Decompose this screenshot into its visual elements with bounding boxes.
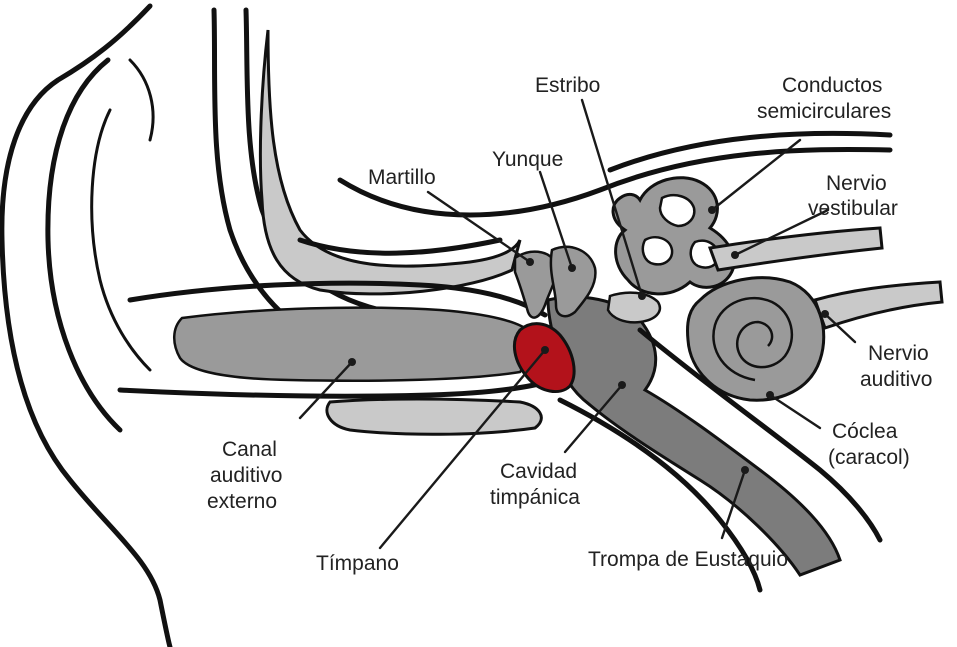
- label-martillo: Martillo: [368, 166, 436, 189]
- label-estribo: Estribo: [535, 74, 600, 97]
- label-nervio-vestibular-line1: Nervio: [826, 172, 887, 195]
- label-nervio-auditivo-line1: Nervio: [868, 342, 929, 365]
- label-conductos-line2: semicirculares: [757, 100, 891, 123]
- vestibular-nerve: [710, 228, 882, 270]
- label-cavidad-line2: timpánica: [490, 486, 580, 509]
- label-coclea-line1: Cóclea: [832, 420, 898, 443]
- stapes: [608, 293, 660, 323]
- ear-canal: [120, 283, 575, 434]
- label-trompa: Trompa de Eustaquio: [588, 548, 788, 571]
- canal-gray: [174, 308, 532, 381]
- cochlea: [688, 278, 824, 401]
- label-coclea-line2: (caracol): [828, 446, 910, 469]
- label-cavidad-line1: Cavidad: [500, 460, 577, 483]
- label-yunque: Yunque: [492, 148, 563, 171]
- label-canal-line1: Canal: [222, 438, 277, 461]
- label-nervio-vestibular-line2: vestibular: [808, 197, 898, 220]
- label-conductos-line1: Conductos: [782, 74, 882, 97]
- label-canal-line2: auditivo: [210, 464, 282, 487]
- label-timpano: Tímpano: [316, 552, 399, 575]
- canal-lower-bone: [327, 399, 541, 434]
- label-canal-line3: externo: [207, 490, 277, 513]
- label-nervio-auditivo-line2: auditivo: [860, 368, 932, 391]
